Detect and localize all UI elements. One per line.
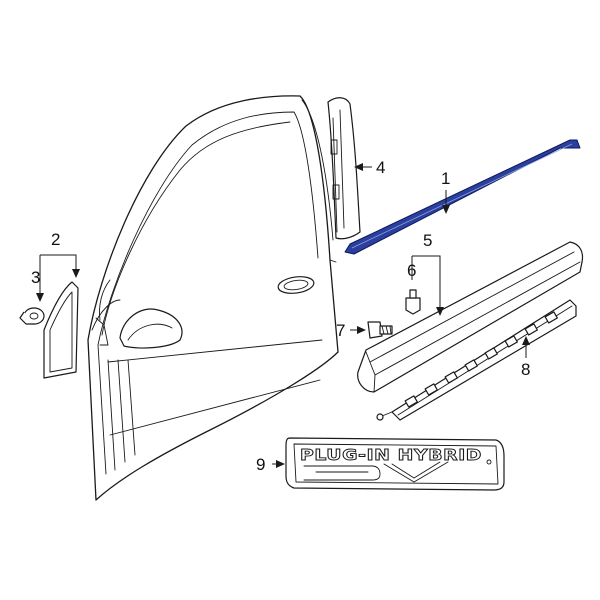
callout-7-number: 7	[336, 321, 345, 340]
retainer-strip	[376, 299, 577, 421]
pillar-garnish	[327, 97, 361, 240]
callout-7: 7	[336, 321, 366, 340]
callout-2-number: 2	[51, 230, 60, 249]
callout-4-number: 4	[376, 158, 385, 177]
callout-9-number: 9	[256, 455, 265, 474]
rocker-moulding	[357, 241, 584, 393]
clip	[19, 307, 45, 325]
belt-moulding	[344, 139, 581, 255]
callout-8-number: 8	[521, 360, 530, 379]
callout-5: 5	[411, 231, 444, 316]
front-door	[87, 95, 339, 501]
plug-in-hybrid-emblem: PLUG-IN HYBRID	[285, 437, 505, 491]
emblem-text: PLUG-IN HYBRID	[300, 446, 482, 464]
door-handle	[277, 276, 315, 294]
callout-2: 2	[36, 230, 80, 302]
callout-1: 1	[441, 169, 450, 214]
fender-garnish	[43, 281, 79, 379]
callout-6: 6	[407, 261, 416, 280]
callout-5-number: 5	[423, 231, 432, 250]
screw-7	[367, 321, 393, 339]
side-mirror	[119, 308, 183, 349]
callout-6-number: 6	[407, 261, 416, 280]
callout-3-number: 3	[31, 268, 40, 287]
callout-1-number: 1	[441, 169, 450, 188]
callout-9: 9	[256, 455, 285, 474]
callout-4: 4	[354, 158, 385, 177]
callout-8: 8	[521, 336, 530, 379]
bolt-6	[405, 289, 421, 315]
callout-3: 3	[31, 268, 40, 287]
